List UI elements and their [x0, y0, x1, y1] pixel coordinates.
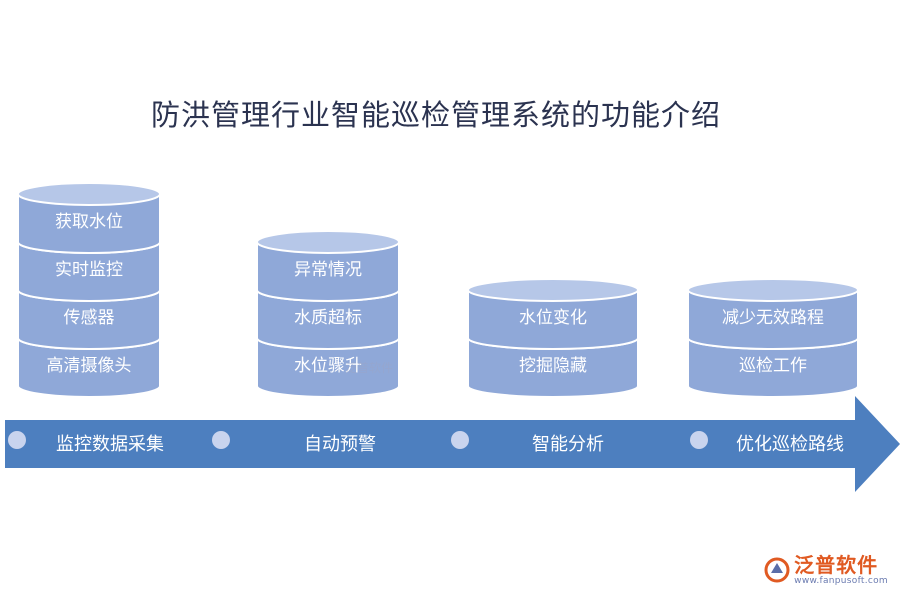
cylinder-body	[256, 337, 400, 398]
watermark-text: 泛普软件	[345, 361, 393, 375]
cylinder-item-label: 巡检工作	[739, 356, 807, 376]
stage-label: 智能分析	[532, 434, 604, 455]
cylinder-body	[467, 289, 639, 350]
cylinder-body	[17, 337, 161, 398]
cylinder-body	[256, 241, 400, 302]
cylinder-stack-1: 高清摄像头 传感器 实时监控 获取水位	[17, 182, 161, 398]
stage-label: 优化巡检路线	[736, 434, 844, 455]
cylinder-cap	[17, 182, 161, 206]
fanpu-logo-icon	[764, 557, 790, 583]
stage-dot-icon	[690, 431, 708, 449]
stage-labels: 监控数据采集 自动预警 智能分析 优化巡检路线	[8, 431, 844, 455]
cylinder-body	[687, 289, 859, 350]
brand-logo: 泛普软件 www.fanpusoft.com	[764, 554, 888, 586]
stage-dot-icon	[451, 431, 469, 449]
stage-label: 监控数据采集	[56, 434, 164, 455]
cylinder-item-label: 获取水位	[55, 212, 123, 232]
cylinder-item-label: 异常情况	[294, 260, 362, 280]
cylinder-body	[256, 289, 400, 350]
stage-dot-icon	[8, 431, 26, 449]
stage-label: 自动预警	[304, 434, 376, 455]
cylinder-cap	[687, 278, 859, 302]
cylinder-stack-4: 巡检工作 减少无效路程	[687, 278, 859, 398]
cylinder-body	[17, 193, 161, 254]
cylinder-cap	[256, 230, 400, 254]
cylinder-stacks: 高清摄像头传感器实时监控获取水位水位骤升水质超标异常情况挖掘隐藏水位变化巡检工作…	[17, 182, 859, 398]
logo-name: 泛普软件	[794, 553, 879, 577]
cylinder-segment: 减少无效路程	[687, 278, 859, 350]
diagram-title-text: 防洪管理行业智能巡检管理系统的功能介绍	[151, 98, 722, 132]
stage-dot-icon	[212, 431, 230, 449]
cylinder-body	[17, 289, 161, 350]
cylinder-item-label: 减少无效路程	[722, 308, 824, 328]
cylinder-body	[17, 241, 161, 302]
logo-url: www.fanpusoft.com	[794, 576, 888, 586]
cylinder-body	[687, 337, 859, 398]
cylinder-segment: 水位变化	[467, 278, 639, 350]
cylinder-item-label: 水质超标	[294, 308, 362, 328]
cylinder-item-label: 高清摄像头	[47, 356, 132, 376]
cylinder-segment: 异常情况	[256, 230, 400, 302]
cylinder-cap	[467, 278, 639, 302]
cylinder-item-label: 传感器	[64, 308, 115, 328]
cylinder-stack-2: 水位骤升 水质超标 异常情况	[256, 230, 400, 398]
cylinder-segment: 获取水位	[17, 182, 161, 254]
cylinder-item-label: 实时监控	[55, 260, 123, 280]
cylinder-item-label: 挖掘隐藏	[519, 356, 587, 376]
cylinder-body	[467, 337, 639, 398]
cylinder-item-label: 水位骤升	[294, 356, 362, 376]
cylinder-item-label: 水位变化	[519, 308, 587, 328]
